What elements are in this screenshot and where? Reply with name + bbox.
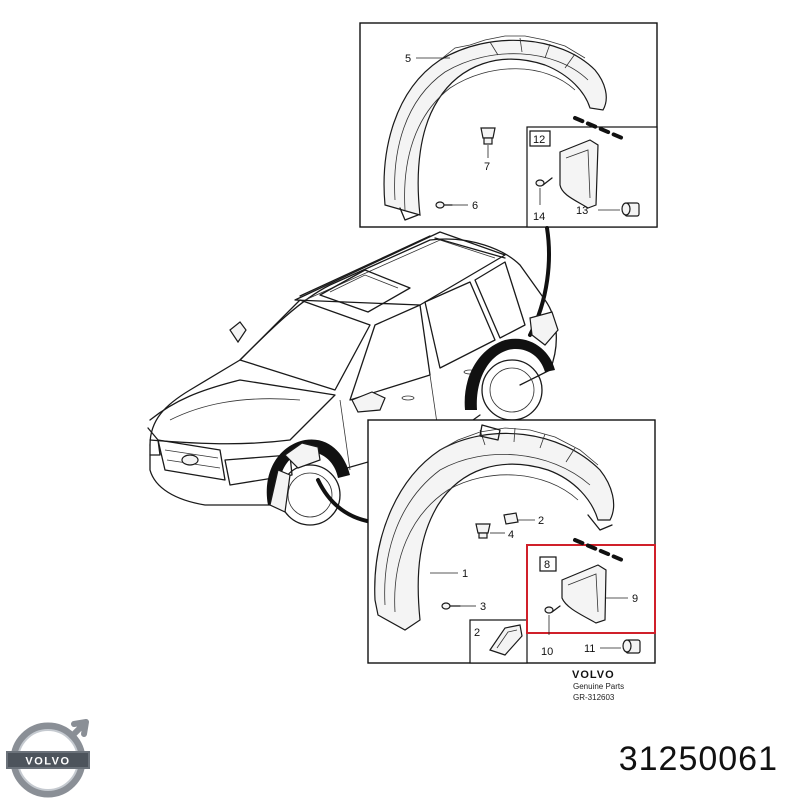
screw-14-icon: [535, 177, 553, 187]
part-number: 31250061: [618, 740, 778, 778]
front-wheel: [266, 439, 350, 526]
callout-9: 9: [632, 593, 638, 605]
callout-12: 12: [533, 134, 545, 146]
genuine-parts-stamp: VOLVO Genuine Parts GR-312603: [572, 669, 624, 702]
rear-wheel: [464, 311, 559, 421]
callout-14: 14: [533, 211, 545, 223]
callout-11: 11: [584, 643, 595, 655]
callout-2-inset: 2: [474, 627, 480, 639]
stamp-brand: VOLVO: [572, 669, 615, 681]
top-panel: 5 7 6 12 14: [359, 22, 658, 228]
stamp-subtitle: Genuine Parts: [573, 682, 624, 691]
callout-3: 3: [480, 601, 486, 613]
stamp-code: GR-312603: [573, 693, 615, 702]
callout-4: 4: [508, 529, 514, 541]
screw-3-icon: [441, 602, 461, 610]
plug-13-icon: [621, 202, 640, 217]
connector-arrow-front: [316, 478, 374, 524]
inset-8: 8 9: [526, 538, 656, 635]
callout-1: 1: [462, 568, 468, 580]
bottom-panel: 1 2 4 3 2 8: [367, 419, 656, 664]
rear-wheel-liner: [383, 35, 607, 221]
callout-8: 8: [544, 559, 550, 571]
front-wheel-liner: [374, 424, 615, 631]
clip-2-icon: [503, 512, 519, 525]
clip-7-icon: [480, 127, 496, 145]
inset-2: 2: [469, 619, 528, 664]
screw-10-icon: [544, 605, 561, 614]
mud-flap-front-icon: [561, 564, 607, 624]
clip-4-icon: [475, 523, 491, 539]
callout-2: 2: [538, 515, 544, 527]
callout-5: 5: [405, 53, 411, 65]
inset-12: 12 14 13: [526, 116, 658, 228]
screw-6-icon: [435, 201, 453, 209]
callout-7: 7: [484, 161, 490, 173]
car-illustration: [147, 231, 559, 526]
plug-11-icon: [622, 639, 641, 654]
volvo-logo: VOLVO: [6, 719, 90, 798]
callout-10: 10: [541, 646, 553, 658]
callout-13: 13: [576, 205, 588, 217]
logo-text: VOLVO: [25, 756, 70, 768]
callout-6: 6: [472, 200, 478, 212]
